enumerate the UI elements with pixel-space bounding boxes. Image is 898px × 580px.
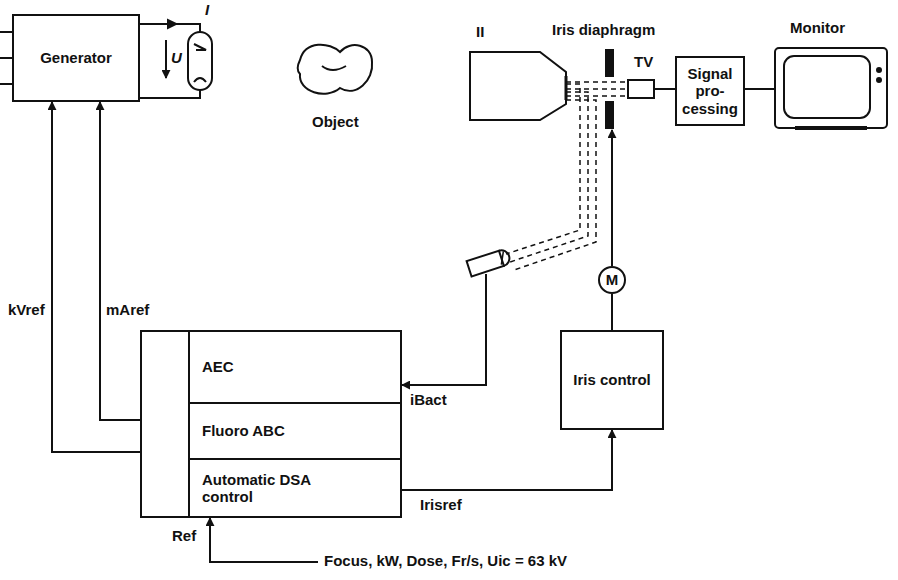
iris-blade [606, 50, 613, 76]
tv-label: TV [634, 54, 653, 71]
tube-wire [140, 90, 200, 98]
monitor-label: Monitor [790, 20, 845, 37]
sensor-body [467, 251, 504, 277]
node-text: AEC [202, 358, 234, 375]
photo-sensor [467, 248, 512, 276]
input-wire [0, 57, 12, 59]
ref-label: Ref [172, 528, 196, 545]
signal-processing-box: Signal pro- cessing [675, 56, 745, 126]
ii-label: II [476, 24, 484, 41]
fluoro-abc-block: Fluoro ABC [188, 402, 400, 458]
tube-cathode [194, 78, 206, 82]
signal-connector [100, 102, 140, 420]
edge-label: Irisref [420, 497, 462, 514]
reference-note: Focus, kW, Dose, Fr/s, Uic = 63 kV [324, 553, 567, 570]
node-text: Signal pro- cessing [681, 65, 739, 117]
motor-drive [611, 130, 613, 266]
iris-control-box: Iris control [560, 330, 664, 430]
object-detail [322, 66, 346, 70]
light-ray [510, 92, 588, 262]
light-ray [566, 88, 628, 90]
dsa-control-block: Automatic DSA control [188, 458, 400, 516]
tube-anode [194, 44, 206, 50]
image-intensifier [470, 52, 566, 120]
current-label: I [205, 2, 209, 19]
aec-block: AEC [188, 332, 400, 402]
signal-connector [611, 294, 613, 330]
node-text: Iris control [573, 371, 651, 388]
monitor-knob [877, 68, 881, 72]
node-text: Automatic DSA control [202, 471, 332, 506]
light-ray [566, 95, 628, 97]
input-wire [0, 83, 12, 85]
edge-label: kVref [8, 302, 45, 319]
light-ray [566, 81, 628, 83]
voltage-arrow [165, 40, 167, 78]
signal-connector [400, 430, 612, 490]
object-label: Object [312, 114, 359, 131]
signal-name: iBact [410, 392, 447, 409]
light-ray [506, 84, 580, 254]
object-illustration [298, 45, 372, 94]
xray-tube [188, 32, 212, 90]
iris-diaphragm-label: Iris diaphragm [552, 22, 655, 39]
edge-label: mAref [106, 302, 149, 319]
monitor-screen [784, 56, 870, 118]
monitor-base [795, 126, 867, 130]
current-arrow [168, 20, 176, 28]
control-unit: AEC Fluoro ABC Automatic DSA control [140, 330, 402, 518]
video-wire [654, 88, 675, 90]
input-wire [0, 31, 12, 33]
ref-input [210, 518, 318, 562]
node-text: Generator [40, 49, 112, 66]
video-wire [745, 88, 775, 90]
voltage-label: U [171, 50, 182, 67]
sensor-cathode [498, 251, 507, 264]
iris-blade [606, 102, 613, 128]
motor-circle: M [598, 266, 626, 294]
sensor-signal-wire [402, 274, 486, 385]
tv-camera [628, 80, 654, 98]
generator-box: Generator [12, 14, 140, 102]
signal-connector [52, 102, 140, 452]
monitor-knob [877, 78, 881, 82]
node-text: M [606, 271, 619, 288]
node-text: Fluoro ABC [202, 422, 285, 439]
light-ray [514, 100, 596, 270]
monitor [775, 48, 887, 128]
